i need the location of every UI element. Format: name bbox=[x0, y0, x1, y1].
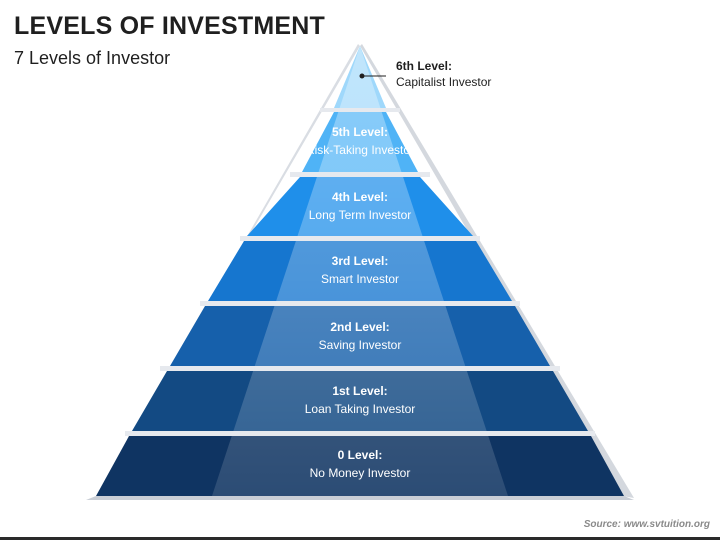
level-6-title: 6th Level: bbox=[396, 59, 452, 73]
tier-gaps bbox=[125, 108, 595, 436]
level-2-name: Saving Investor bbox=[319, 338, 402, 352]
level-3-title: 3rd Level: bbox=[332, 254, 389, 268]
level-6-name: Capitalist Investor bbox=[396, 75, 491, 89]
page-title: LEVELS OF INVESTMENT bbox=[14, 12, 325, 40]
level-1-title: 1st Level: bbox=[332, 384, 387, 398]
level-4-title: 4th Level: bbox=[332, 190, 388, 204]
level-0-name: No Money Investor bbox=[310, 466, 411, 480]
pyramid-base-shadow bbox=[86, 496, 634, 500]
level-0-title: 0 Level: bbox=[338, 448, 383, 462]
level-5-title: 5th Level: bbox=[332, 125, 388, 139]
source-credit: Source: www.svtuition.org bbox=[583, 519, 710, 530]
level-1-name: Loan Taking Investor bbox=[305, 402, 416, 416]
center-highlight bbox=[212, 46, 508, 496]
level-5-name: Risk-Taking Investor bbox=[306, 143, 414, 157]
level-4-name: Long Term Investor bbox=[309, 208, 412, 222]
level-3-name: Smart Investor bbox=[321, 272, 399, 286]
page-subtitle: 7 Levels of Investor bbox=[14, 48, 171, 68]
level-2-title: 2nd Level: bbox=[330, 320, 389, 334]
pyramid-right-bevel bbox=[360, 44, 634, 498]
bottom-bar bbox=[0, 537, 720, 540]
